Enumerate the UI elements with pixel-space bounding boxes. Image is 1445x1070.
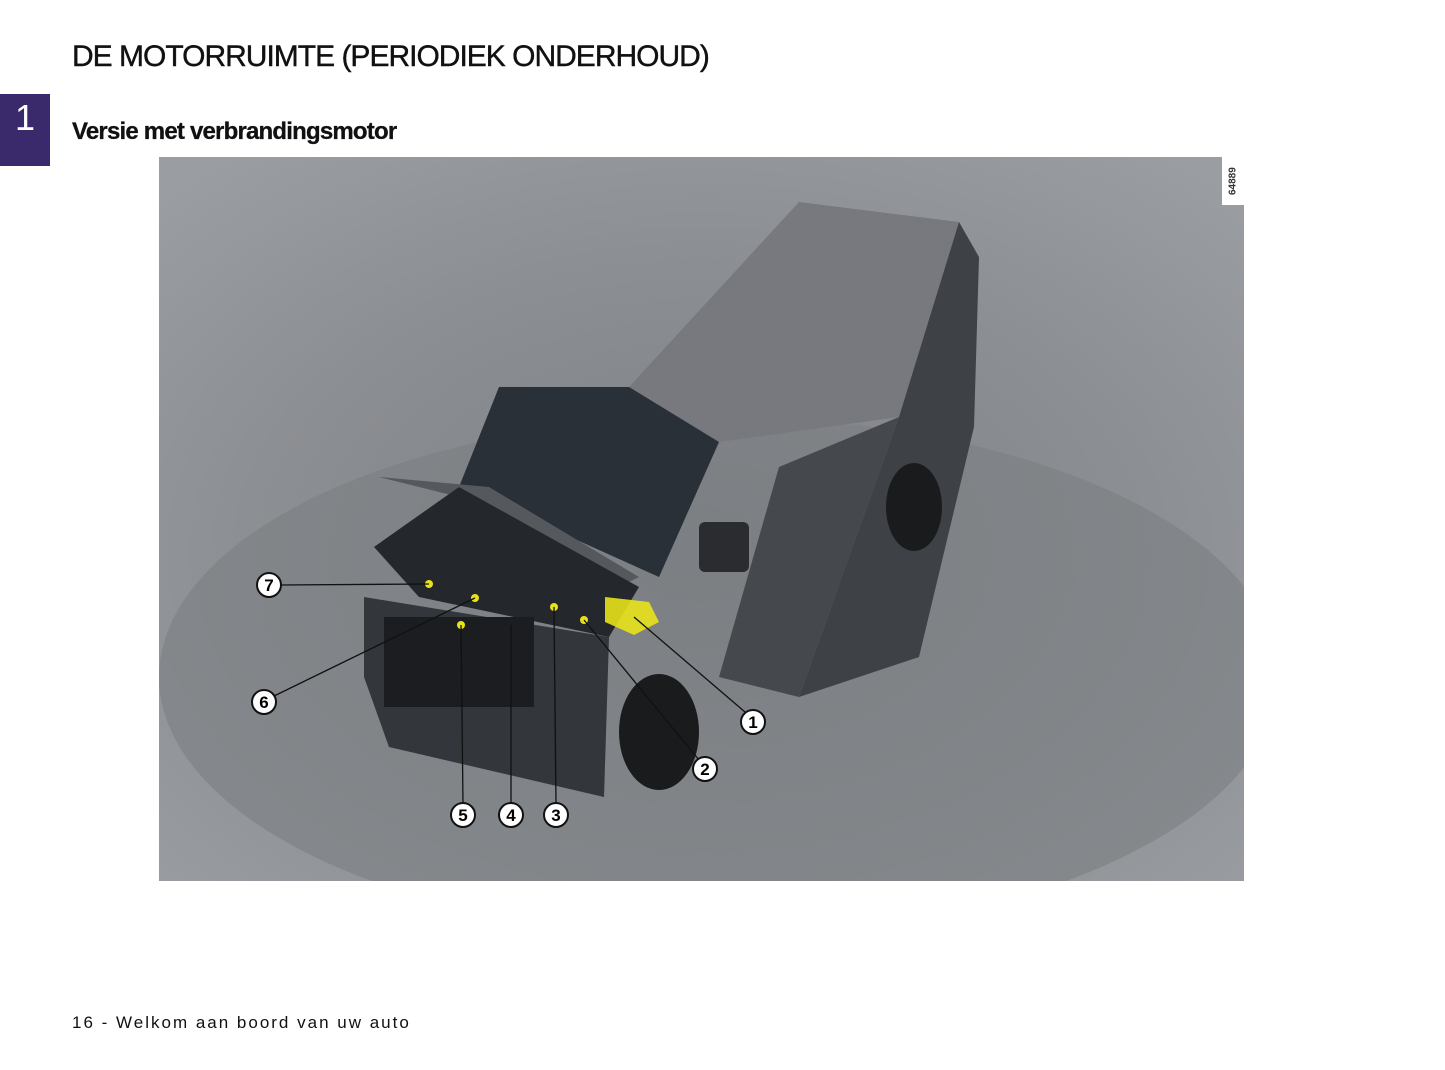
van-illustration: 1 2 3 4 5 6 7 <box>159 157 1244 881</box>
svg-text:6: 6 <box>259 693 268 712</box>
page-title: DE MOTORRUIMTE (PERIODIEK ONDERHOUD) <box>72 40 710 73</box>
engine-compartment-illustration: 1 2 3 4 5 6 7 64889 <box>159 157 1244 881</box>
callout-1: 1 <box>740 709 766 735</box>
svg-text:7: 7 <box>264 576 273 595</box>
callout-3: 3 <box>543 802 569 828</box>
callout-4: 4 <box>498 802 524 828</box>
callout-6: 6 <box>251 689 277 715</box>
battery-highlight <box>605 597 659 635</box>
svg-text:5: 5 <box>458 806 467 825</box>
chapter-tab: 1 <box>0 94 50 166</box>
callout-2: 2 <box>692 756 718 782</box>
svg-text:3: 3 <box>551 806 560 825</box>
svg-text:2: 2 <box>700 760 709 779</box>
callout-5: 5 <box>450 802 476 828</box>
svg-text:1: 1 <box>748 713 757 732</box>
callout-7: 7 <box>256 572 282 598</box>
section-subtitle: Versie met verbrandingsmotor <box>72 118 397 145</box>
page-footer: 16 - Welkom aan boord van uw auto <box>72 1013 411 1032</box>
figure-reference-code: 64889 <box>1222 157 1244 205</box>
svg-text:4: 4 <box>506 806 516 825</box>
